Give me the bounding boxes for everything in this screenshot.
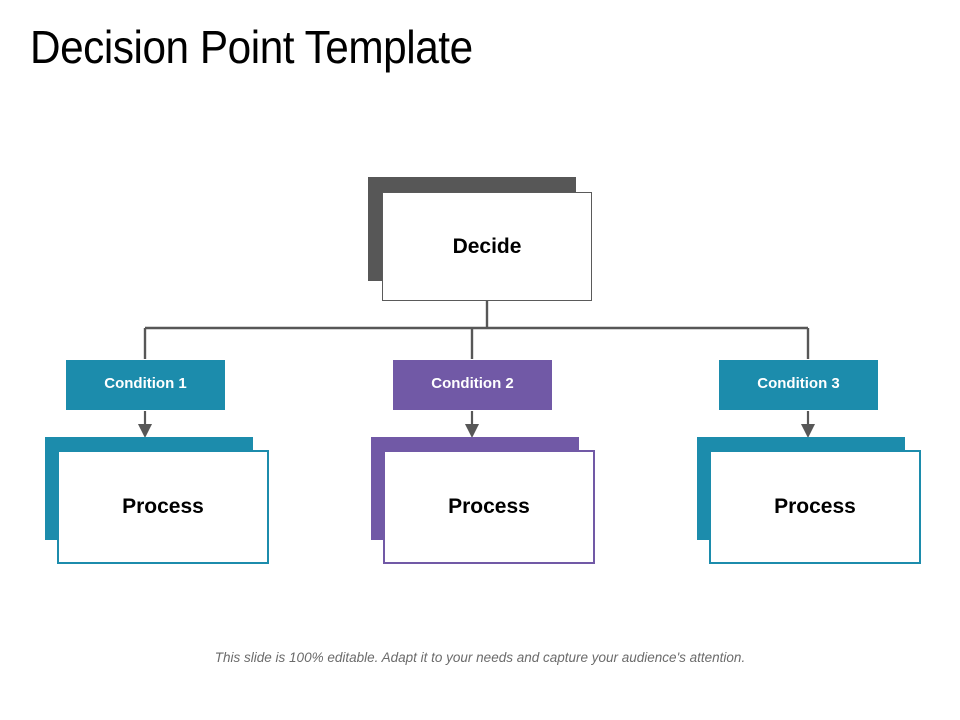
condition-node-3-label: Condition 3 (757, 375, 840, 392)
condition-node-3[interactable]: Condition 3 (719, 360, 878, 410)
process-node-3-label: Process (774, 495, 856, 518)
condition-node-2[interactable]: Condition 2 (393, 360, 552, 410)
decide-node-label: Decide (452, 235, 522, 258)
footer-note: This slide is 100% editable. Adapt it to… (214, 650, 746, 665)
process-node-1[interactable]: Process (57, 450, 269, 564)
process-node-1-label: Process (122, 495, 204, 518)
page-title: Decision Point Template (30, 21, 473, 73)
decide-node[interactable]: Decide (382, 192, 592, 301)
condition-node-1-label: Condition 1 (104, 375, 187, 392)
process-node-3[interactable]: Process (709, 450, 921, 564)
condition-node-2-label: Condition 2 (431, 375, 514, 392)
condition-node-1[interactable]: Condition 1 (66, 360, 225, 410)
process-node-2-label: Process (448, 495, 530, 518)
process-node-2[interactable]: Process (383, 450, 595, 564)
